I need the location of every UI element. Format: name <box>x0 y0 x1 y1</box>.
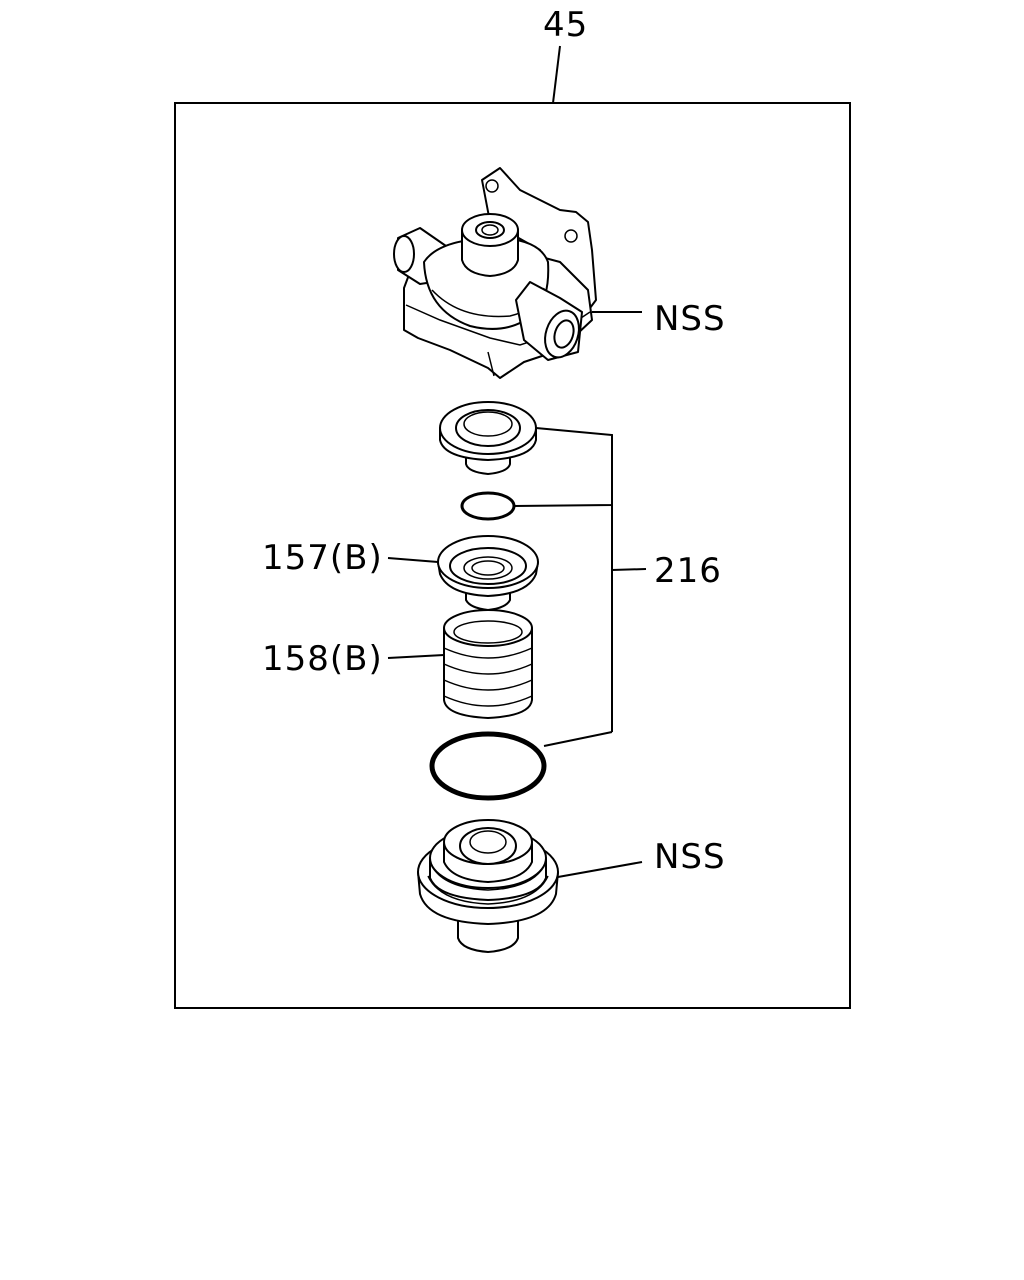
valve-cup <box>437 535 539 611</box>
spring-leader-line <box>387 654 445 659</box>
valve-housing <box>393 167 597 379</box>
assembly-number: 45 <box>543 5 588 45</box>
piston-callout: NSS <box>654 837 726 877</box>
kit-bracket <box>513 427 647 747</box>
piston <box>417 819 559 953</box>
assembly-leader-line <box>552 45 561 104</box>
valve-cup-leader-line <box>387 557 439 563</box>
valve-cup-callout: 157(B) <box>262 538 383 578</box>
kit-callout: 216 <box>654 551 722 591</box>
spring-callout: 158(B) <box>262 639 383 679</box>
valve-seat-top <box>439 401 537 475</box>
assembly-frame <box>174 102 851 1009</box>
housing-callout: NSS <box>654 299 726 339</box>
small-o-ring <box>460 491 516 521</box>
valve-spring <box>443 609 533 719</box>
piston-leader-line <box>557 861 643 878</box>
large-o-ring <box>429 731 547 801</box>
